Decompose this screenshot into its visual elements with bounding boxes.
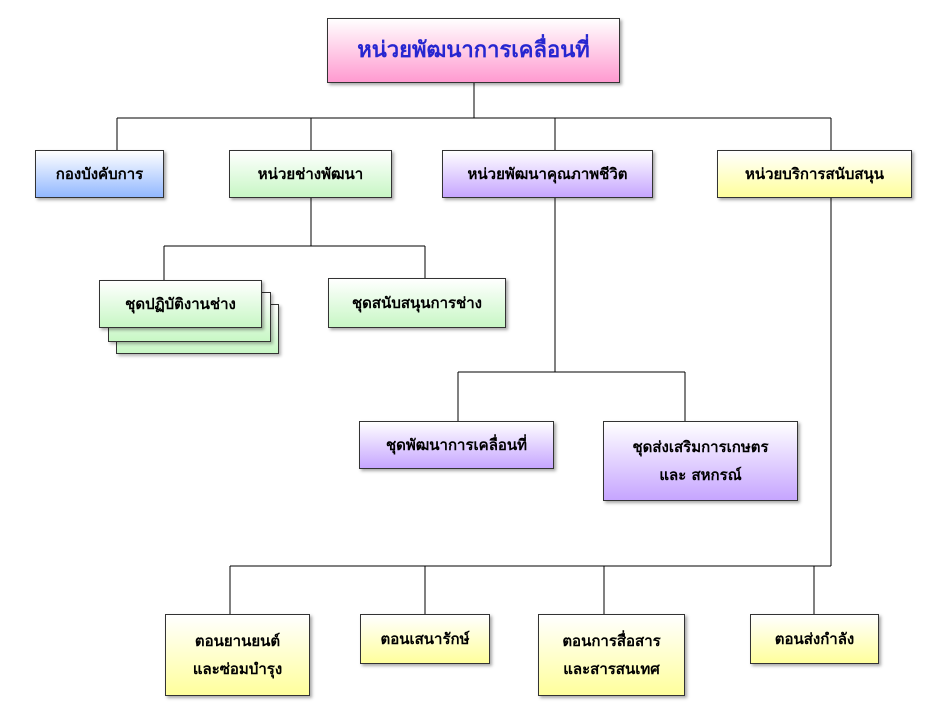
node-medical-label: ตอนเสนารักษ์: [380, 630, 470, 648]
node-mobile-dev-team: ชุดพัฒนาการเคลื่อนที่: [359, 421, 554, 469]
node-agri-promo-line2: และ สหกรณ์: [659, 466, 742, 484]
node-medical: ตอนเสนารักษ์: [360, 614, 490, 664]
root-label: หน่วยพัฒนาการเคลื่อนที่: [357, 37, 590, 63]
node-agri-promo: ชุดส่งเสริมการเกษตร และ สหกรณ์: [603, 421, 798, 501]
node-operations-team: ชุดปฏิบัติงานช่าง: [99, 280, 262, 328]
root-node: หน่วยพัฒนาการเคลื่อนที่: [327, 18, 620, 83]
node-quality-of-life-label: หน่วยพัฒนาคุณภาพชีวิต: [467, 165, 628, 183]
node-support-team-label: ชุดสนับสนุนการช่าง: [351, 294, 482, 312]
node-vehicle-line1: ตอนยานยนต์: [194, 632, 281, 650]
node-vehicle-line2: และซ่อมบำรุง: [192, 660, 283, 678]
node-command-label: กองบังคับการ: [55, 165, 144, 183]
node-operations-team-label: ชุดปฏิบัติงานช่าง: [125, 295, 236, 313]
node-transport: ตอนส่งกำลัง: [750, 614, 879, 664]
node-command: กองบังคับการ: [35, 150, 164, 198]
node-support-team: ชุดสนับสนุนการช่าง: [328, 278, 506, 328]
node-communications-line2: และสารสนเทศ: [563, 660, 660, 678]
node-engineering-label: หน่วยช่างพัฒนา: [257, 165, 364, 183]
node-communications-line1: ตอนการสื่อสาร: [562, 632, 661, 650]
node-communications: ตอนการสื่อสาร และสารสนเทศ: [538, 614, 685, 696]
node-support-label: หน่วยบริการสนับสนุน: [744, 165, 885, 183]
node-engineering: หน่วยช่างพัฒนา: [229, 150, 392, 198]
node-mobile-dev-team-label: ชุดพัฒนาการเคลื่อนที่: [385, 436, 528, 454]
node-transport-label: ตอนส่งกำลัง: [774, 630, 855, 648]
node-support: หน่วยบริการสนับสนุน: [717, 150, 912, 198]
node-quality-of-life: หน่วยพัฒนาคุณภาพชีวิต: [442, 150, 653, 198]
node-vehicle: ตอนยานยนต์ และซ่อมบำรุง: [165, 614, 310, 696]
node-agri-promo-line1: ชุดส่งเสริมการเกษตร: [632, 438, 769, 456]
